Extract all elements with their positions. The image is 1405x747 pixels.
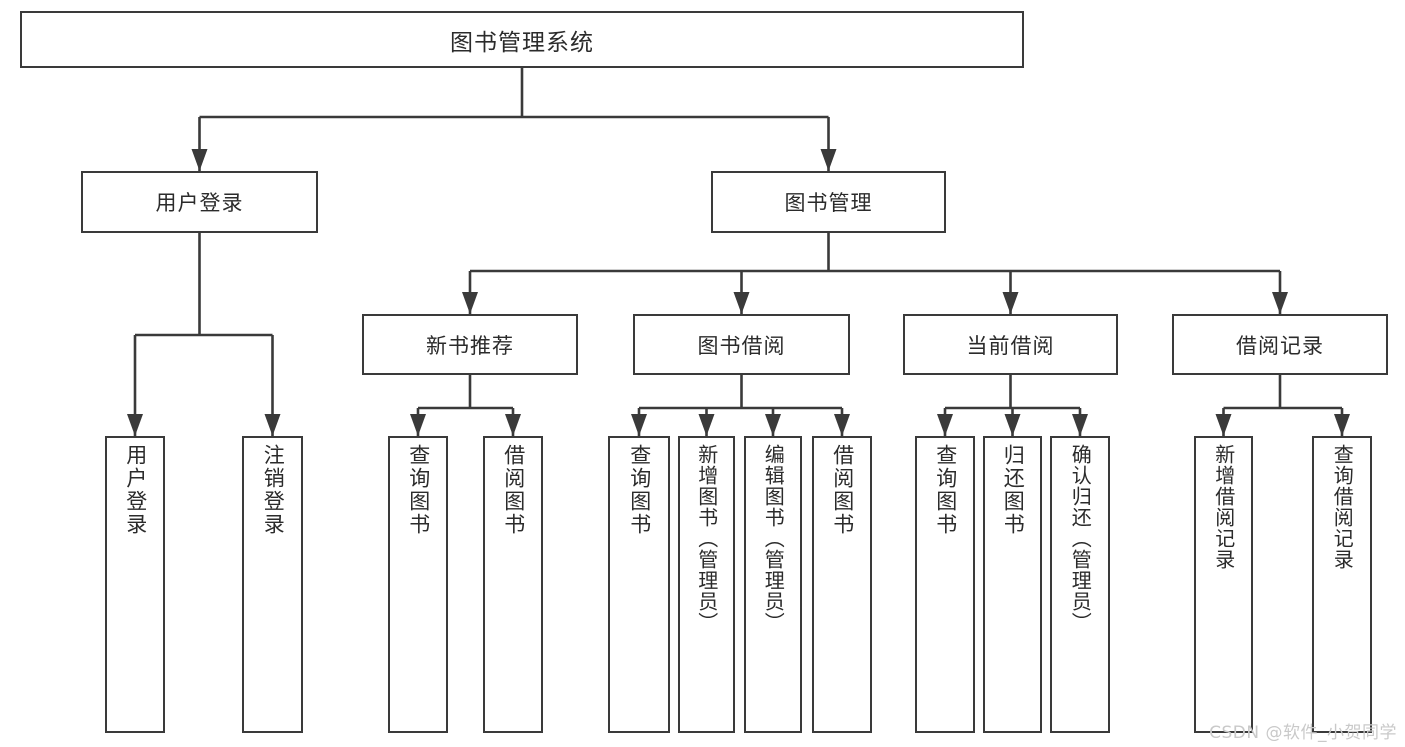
- leaf-user-login-label: 用户登录: [123, 444, 148, 536]
- leaf-user-logout[interactable]: 注销登录: [242, 436, 303, 733]
- node-current-borrow[interactable]: 当前借阅: [903, 314, 1118, 375]
- node-user-login[interactable]: 用户登录: [81, 171, 318, 233]
- leaf-user-logout-label: 注销登录: [261, 444, 286, 536]
- node-new-book-recommend-label: 新书推荐: [426, 333, 514, 358]
- leaf-add-borrow-record-label: 新增借阅记录: [1211, 444, 1236, 570]
- leaf-add-book-label: 新增图书（管理员）: [694, 444, 719, 633]
- node-user-login-label: 用户登录: [155, 191, 244, 215]
- leaf-borrow-book-recommend-label: 借阅图书: [501, 444, 526, 536]
- node-book-manage[interactable]: 图书管理: [711, 171, 946, 233]
- leaf-borrow-book-label: 借阅图书: [830, 444, 855, 536]
- leaf-edit-book[interactable]: 编辑图书（管理员）: [744, 436, 802, 733]
- leaf-query-book-current[interactable]: 查询图书: [915, 436, 975, 733]
- node-borrow-record-label: 借阅记录: [1236, 333, 1324, 358]
- leaf-query-borrow-record-label: 查询借阅记录: [1330, 444, 1355, 570]
- node-borrow-record[interactable]: 借阅记录: [1172, 314, 1388, 375]
- leaf-add-book[interactable]: 新增图书（管理员）: [678, 436, 735, 733]
- leaf-edit-book-label: 编辑图书（管理员）: [761, 444, 786, 633]
- leaf-query-book-borrow[interactable]: 查询图书: [608, 436, 670, 733]
- leaf-user-login[interactable]: 用户登录: [105, 436, 165, 733]
- node-root-label: 图书管理系统: [450, 29, 594, 56]
- watermark: CSDN @软件_小贺同学: [1209, 723, 1397, 743]
- leaf-query-book-recommend-label: 查询图书: [406, 444, 431, 536]
- leaf-query-borrow-record[interactable]: 查询借阅记录: [1312, 436, 1372, 733]
- node-root[interactable]: 图书管理系统: [20, 11, 1024, 68]
- node-new-book-recommend[interactable]: 新书推荐: [362, 314, 578, 375]
- leaf-borrow-book[interactable]: 借阅图书: [812, 436, 872, 733]
- node-book-manage-label: 图书管理: [784, 191, 873, 215]
- leaf-query-book-current-label: 查询图书: [933, 444, 958, 536]
- leaf-confirm-return-label: 确认归还（管理员）: [1068, 444, 1093, 633]
- node-book-borrow-label: 图书借阅: [697, 333, 786, 358]
- node-book-borrow[interactable]: 图书借阅: [633, 314, 850, 375]
- leaf-query-book-recommend[interactable]: 查询图书: [388, 436, 448, 733]
- leaf-query-book-borrow-label: 查询图书: [627, 444, 652, 536]
- leaf-return-book[interactable]: 归还图书: [983, 436, 1042, 733]
- leaf-return-book-label: 归还图书: [1001, 444, 1026, 536]
- leaf-borrow-book-recommend[interactable]: 借阅图书: [483, 436, 543, 733]
- leaf-add-borrow-record[interactable]: 新增借阅记录: [1194, 436, 1253, 733]
- node-current-borrow-label: 当前借阅: [966, 333, 1055, 358]
- leaf-confirm-return[interactable]: 确认归还（管理员）: [1050, 436, 1110, 733]
